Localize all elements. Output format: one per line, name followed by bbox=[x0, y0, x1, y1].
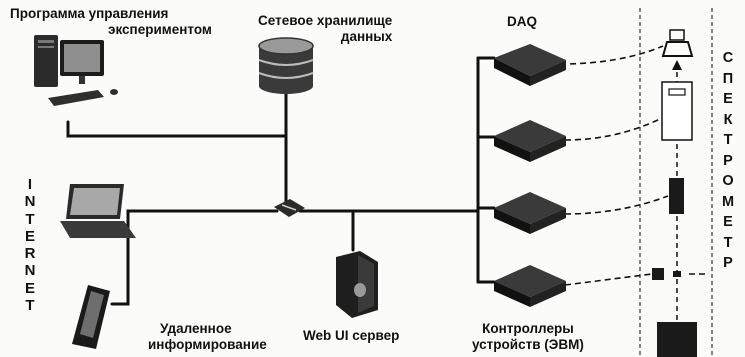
label-webui: Web UI сервер bbox=[303, 328, 400, 343]
link-switch-to-laptop bbox=[126, 209, 279, 228]
controller-rack-icon-3 bbox=[494, 265, 566, 307]
server-tower-icon bbox=[336, 251, 378, 318]
label-daq: DAQ bbox=[507, 14, 537, 29]
shutter-icon bbox=[652, 268, 664, 280]
dash-ctrl3-shutter bbox=[564, 273, 653, 286]
instrument-links bbox=[559, 45, 705, 286]
link-pc-to-switch bbox=[66, 120, 288, 206]
dash-ctrl1-monochromator bbox=[564, 114, 669, 141]
optical-axis-arrow bbox=[672, 60, 682, 70]
controller-rack-icon-2 bbox=[494, 192, 566, 234]
smartphone-icon bbox=[72, 285, 110, 349]
network-switch-icon bbox=[274, 199, 305, 217]
label-controllers: Контроллеры устройств (ЭВМ) bbox=[472, 321, 584, 352]
label-spectrometer-vertical: С П Е К Т Р О М Е Т Р bbox=[721, 50, 735, 271]
controller-rack-icon-1 bbox=[494, 120, 566, 162]
light-source-icon bbox=[657, 322, 697, 357]
laptop-icon bbox=[60, 184, 136, 238]
dash-ctrl2-sample bbox=[564, 195, 669, 215]
label-storage: Сетевое хранилище данных bbox=[258, 13, 393, 44]
label-program: Программа управления экспериментом bbox=[10, 6, 212, 37]
sample-holder-icon bbox=[669, 178, 684, 214]
label-remote: Удаленное информирование bbox=[148, 321, 267, 352]
desktop-pc-icon bbox=[34, 35, 118, 106]
network-links bbox=[66, 56, 496, 306]
dash-daq-detector bbox=[559, 45, 664, 65]
link-switch-to-phone bbox=[110, 209, 130, 306]
filter-icon bbox=[673, 271, 681, 277]
database-icon bbox=[258, 37, 314, 94]
detector-lamp-icon bbox=[661, 29, 694, 57]
label-internet-vertical: I N T E R N E T bbox=[24, 176, 36, 315]
monochromator-icon bbox=[661, 81, 693, 141]
daq-rack-icon bbox=[494, 44, 566, 86]
